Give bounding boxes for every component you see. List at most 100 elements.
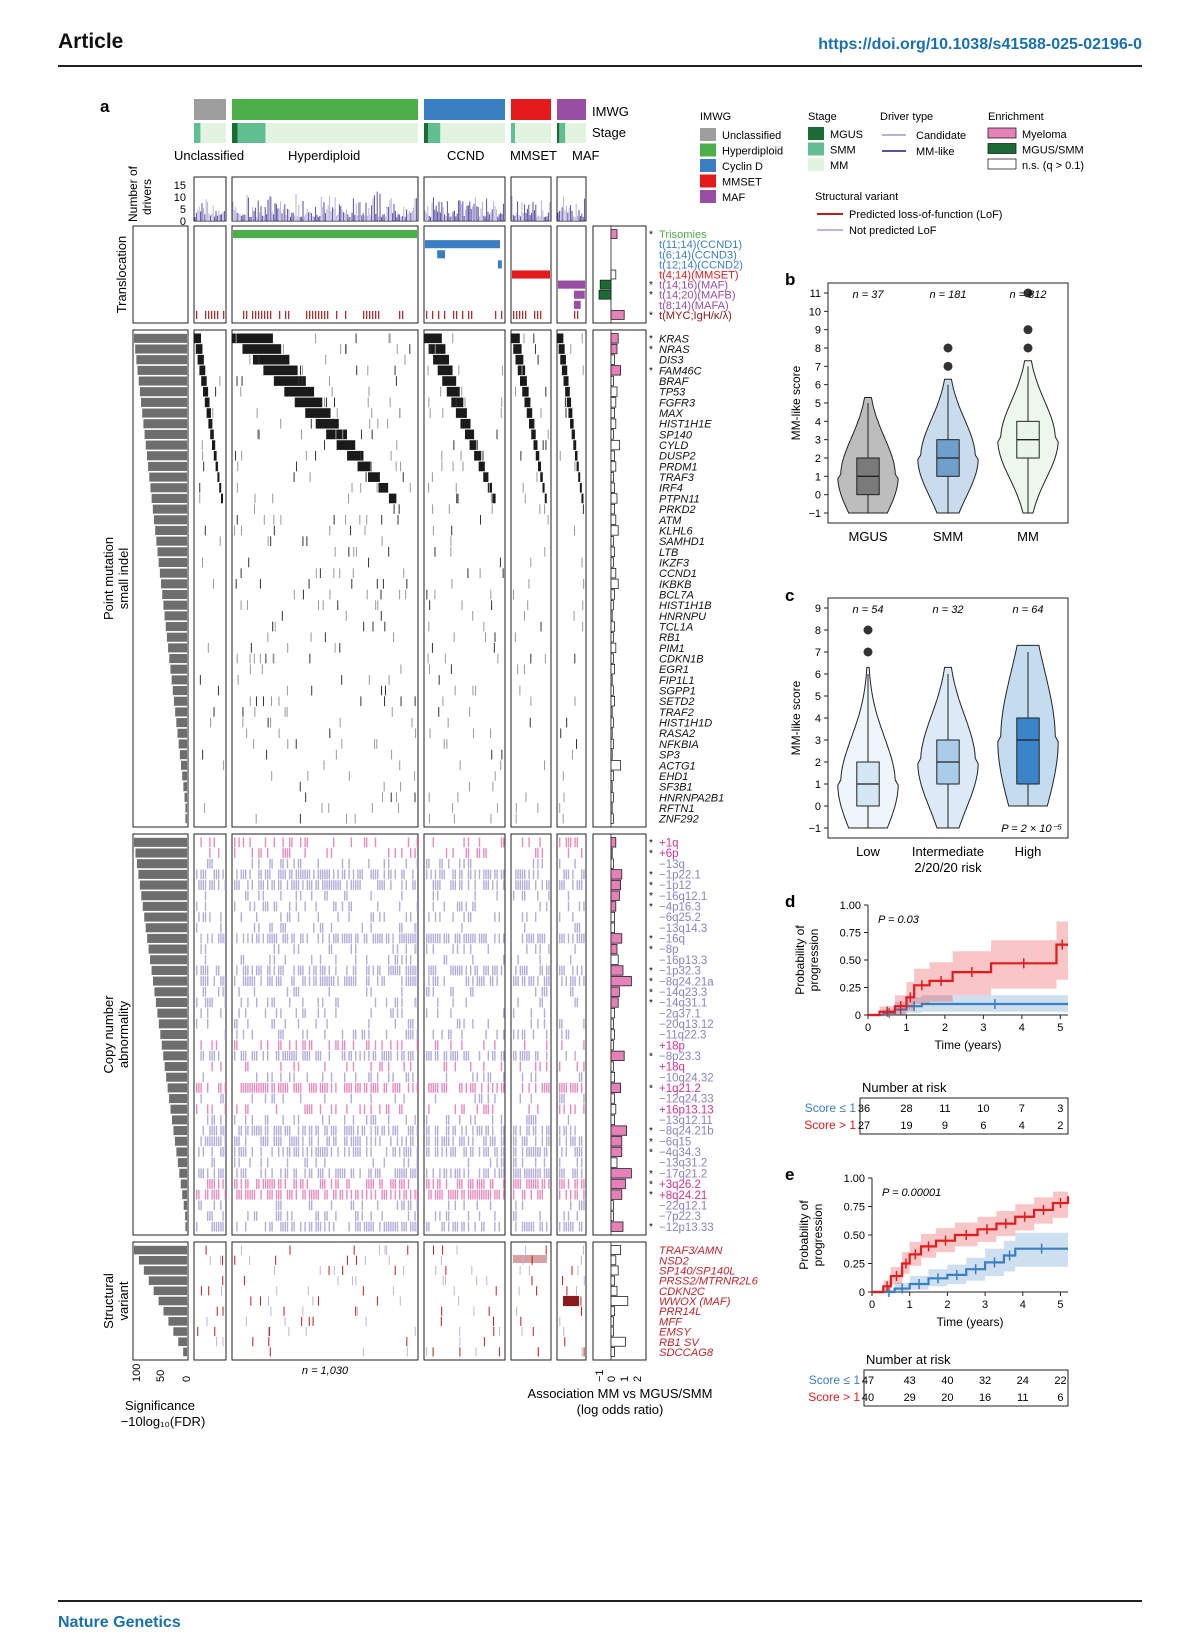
cna-mark <box>535 912 537 922</box>
cna-mark <box>335 1189 337 1200</box>
cna-mark <box>258 880 260 890</box>
odds-ratio-bar <box>610 706 613 718</box>
doi-link[interactable]: https://doi.org/10.1038/s41588-025-02196… <box>818 36 1142 53</box>
cna-mark <box>366 986 368 997</box>
cna-mark <box>498 933 500 944</box>
cna-mark <box>401 1040 403 1051</box>
cna-mark <box>467 1211 470 1221</box>
cna-mark <box>450 1168 452 1179</box>
cna-mark <box>267 1179 269 1189</box>
stage-bar-segment <box>194 123 201 143</box>
cna-mark <box>563 1083 565 1093</box>
cna-mark <box>204 997 207 1008</box>
cna-mark <box>215 965 218 976</box>
cna-mark <box>245 869 247 880</box>
cna-mark <box>251 1083 253 1093</box>
cna-mark <box>213 1115 215 1125</box>
y-tick-label: 9 <box>815 325 821 337</box>
cna-mark <box>492 1125 494 1136</box>
mutation-mark <box>202 450 204 461</box>
significance-bar <box>173 696 187 706</box>
mutation-mark <box>457 792 459 803</box>
cna-mark <box>463 912 465 922</box>
cna-mark <box>295 1008 297 1018</box>
mutation-mark <box>562 771 564 781</box>
x-axis-label: Time (years) <box>937 1315 1004 1329</box>
cna-mark <box>256 997 258 1008</box>
cna-mark <box>539 997 541 1008</box>
cna-mark <box>357 1083 359 1093</box>
sv-mark <box>473 1306 475 1316</box>
cna-mark <box>245 1061 247 1072</box>
cna-mark <box>405 1115 407 1125</box>
cna-mark <box>326 880 328 890</box>
significance-star: * <box>649 1051 653 1062</box>
cna-mark <box>211 1157 213 1168</box>
cna-mark <box>496 1083 498 1093</box>
cna-mark <box>286 848 289 858</box>
cna-mark <box>574 922 576 933</box>
mutation-mark <box>253 739 255 749</box>
cna-mark <box>414 976 416 986</box>
cna-mark <box>286 986 289 997</box>
cna-mark <box>410 1221 412 1232</box>
mutation-block <box>206 408 211 418</box>
sv-mark <box>234 1255 236 1265</box>
cna-mark <box>541 1083 543 1093</box>
cna-mark <box>513 890 515 901</box>
cna-mark <box>363 837 366 848</box>
cna-mark <box>546 1051 548 1061</box>
mutation-block <box>531 429 536 440</box>
sv-mark <box>317 1296 319 1306</box>
mutation-mark <box>305 792 307 803</box>
cna-mark <box>426 1168 428 1179</box>
cna-mark <box>561 1040 563 1051</box>
mutation-mark <box>364 525 366 536</box>
cna-mark <box>355 1051 357 1061</box>
cna-mark <box>470 944 472 954</box>
cna-mark <box>348 869 350 880</box>
sv-mark <box>333 1265 335 1276</box>
significance-bar <box>166 632 187 642</box>
cna-mark <box>383 1221 385 1232</box>
mutation-mark <box>399 408 401 418</box>
significance-star: * <box>649 934 653 945</box>
outlier-point <box>943 343 953 353</box>
mutation-mark <box>308 579 310 589</box>
cna-mark <box>434 880 437 890</box>
mutation-block <box>544 493 547 504</box>
cna-mark <box>483 1136 485 1147</box>
cna-mark <box>414 944 416 954</box>
sv-mark <box>581 1347 583 1357</box>
row-label: IRF4 <box>659 483 683 495</box>
cna-mark <box>247 1083 249 1093</box>
cna-mark <box>295 1179 297 1189</box>
mutation-mark <box>351 579 353 589</box>
mutation-mark <box>393 504 395 514</box>
cna-mark <box>470 1189 472 1200</box>
cna-mark <box>407 1029 410 1040</box>
row-label: t(4;14)(MMSET) <box>659 270 739 282</box>
x-category-label: High <box>1015 844 1042 859</box>
cna-mark <box>463 1221 465 1232</box>
cna-mark <box>394 1083 396 1093</box>
cna-mark <box>388 933 390 944</box>
cna-mark <box>267 1083 269 1093</box>
cna-mark <box>546 976 548 986</box>
mutation-block <box>515 354 524 365</box>
cna-mark <box>583 869 585 880</box>
cna-mark <box>251 933 253 944</box>
row-label: −8q24.21a <box>659 976 714 988</box>
mutation-mark <box>544 546 546 557</box>
cna-mark <box>388 965 390 976</box>
cna-mark <box>528 1104 530 1115</box>
cna-mark <box>260 1189 262 1200</box>
odds-ratio-bar <box>610 354 615 365</box>
cna-mark <box>330 880 333 890</box>
cna-mark <box>489 1189 492 1200</box>
cna-mark <box>271 1147 273 1157</box>
cna-mark <box>202 1125 204 1136</box>
odds-ratio-bar <box>610 728 613 739</box>
mutation-mark <box>299 781 301 792</box>
mutation-mark <box>400 461 402 472</box>
